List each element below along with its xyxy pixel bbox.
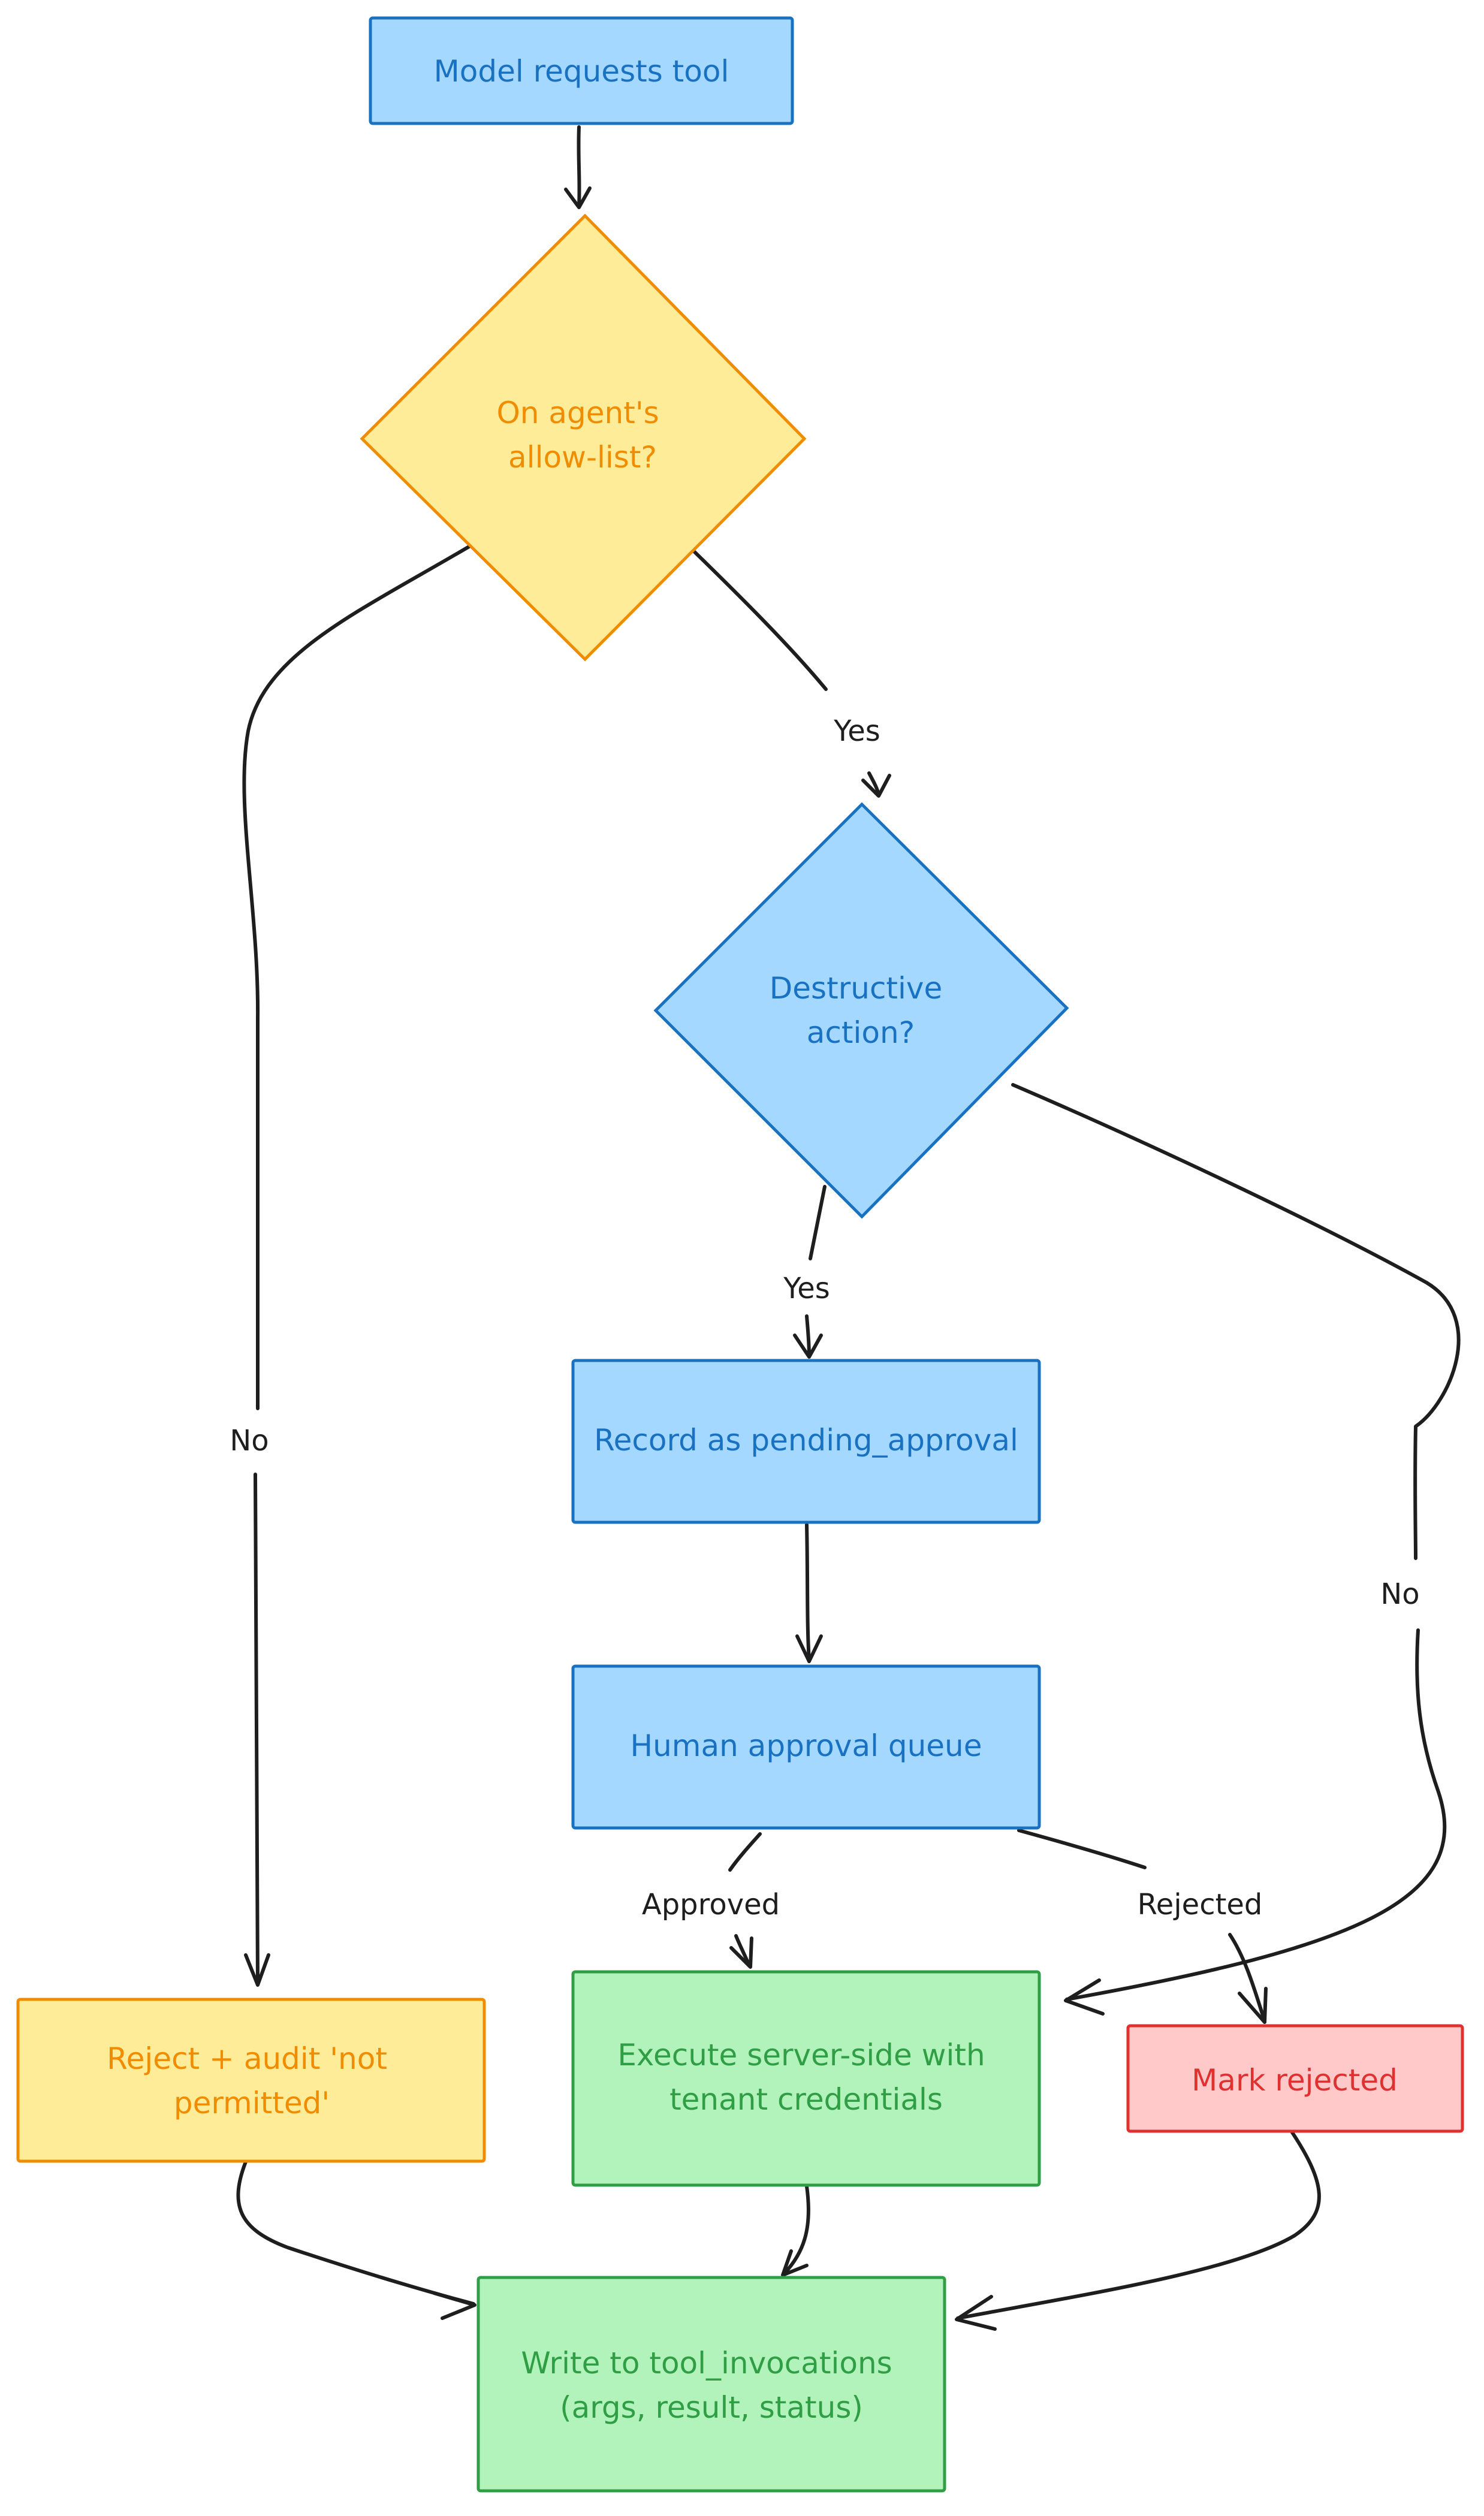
edge-label-approved: Approved (642, 1888, 780, 1921)
edge-labels: Yes No Yes No Approved Rejected (230, 714, 1419, 1921)
node-label: Human approval queue (630, 1728, 982, 1763)
edge-allowlist-no (242, 544, 473, 1410)
node-reject-audit: Reject + audit 'not permitted' (16, 1998, 486, 2163)
arrowhead-icon (564, 186, 592, 209)
node-label: Write to tool_invocations (args, result,… (521, 2346, 901, 2425)
arrowhead-icon (729, 1936, 753, 1969)
edge-destructive-no (1011, 1083, 1461, 1560)
arrowhead-icon (781, 2249, 809, 2277)
node-label: Record as pending_approval (594, 1423, 1018, 1458)
node-shape (16, 1998, 486, 2163)
node-label: Reject + audit 'not permitted' (107, 2041, 397, 2120)
arrowhead-icon (1238, 1987, 1268, 2024)
node-shape (571, 1359, 1041, 1524)
arrowhead-icon (1064, 1978, 1105, 2016)
edge-allowlist-yes (692, 550, 828, 691)
arrowhead-icon (793, 1334, 823, 1359)
edge-label-destructive-no: No (1380, 1577, 1419, 1611)
nodes: Model requests tool On agent's allow-lis… (16, 16, 1464, 2493)
arrowhead-icon (432, 2291, 476, 2320)
edge-rejected-to-write (956, 2131, 1321, 2320)
node-shape (571, 1664, 1041, 1830)
edge-queue-approved (728, 1832, 762, 1872)
node-shape (369, 16, 794, 125)
node-execute-server-side: Execute server-side with tenant credenti… (571, 1970, 1041, 2187)
edge-destructive-yes (809, 1185, 827, 1260)
edge-destructive-yes-2 (805, 1314, 811, 1357)
node-label: Model requests tool (434, 54, 729, 89)
arrowhead-icon (795, 1634, 823, 1663)
node-shape (476, 2276, 946, 2493)
edge-queue-rejected (1017, 1829, 1147, 1869)
arrowhead-icon (861, 774, 891, 798)
node-label: Destructive action? (770, 971, 952, 1050)
node-label: Mark rejected (1192, 2063, 1398, 2098)
edge-allowlist-no-2 (254, 1473, 260, 1986)
arrowhead-icon (955, 2295, 997, 2331)
edge-execute-to-write (782, 2185, 810, 2276)
node-label: Execute server-side with tenant credenti… (617, 2038, 994, 2117)
node-record-pending-approval: Record as pending_approval (571, 1359, 1041, 1524)
node-shape (360, 213, 807, 662)
edge-label-allowlist-no: No (230, 1424, 269, 1458)
node-shape (653, 802, 1069, 1219)
edge-queue-rejected-2 (1228, 1933, 1266, 2023)
node-mark-rejected: Mark rejected (1126, 2024, 1464, 2133)
node-write-tool-invocations: Write to tool_invocations (args, result,… (476, 2276, 946, 2493)
node-shape (571, 1970, 1041, 2187)
edge-destructive-no-2 (1065, 1628, 1447, 2001)
node-model-requests-tool: Model requests tool (369, 16, 794, 125)
edges (236, 125, 1461, 2331)
node-allow-list-decision: On agent's allow-list? (360, 213, 807, 662)
edge-request-to-allowlist (577, 125, 581, 208)
node-label: On agent's allow-list? (496, 396, 668, 475)
node-human-approval-queue: Human approval queue (571, 1664, 1041, 1830)
edge-label-destructive-yes: Yes (783, 1272, 830, 1305)
edge-pending-to-queue (805, 1523, 811, 1662)
node-shape (1126, 2024, 1464, 2133)
arrowhead-icon (244, 1953, 270, 1987)
edge-reject-to-write (236, 2157, 475, 2306)
edge-label-rejected: Rejected (1138, 1888, 1263, 1921)
edge-label-allowlist-yes: Yes (833, 714, 880, 748)
node-destructive-decision: Destructive action? (653, 802, 1069, 1219)
